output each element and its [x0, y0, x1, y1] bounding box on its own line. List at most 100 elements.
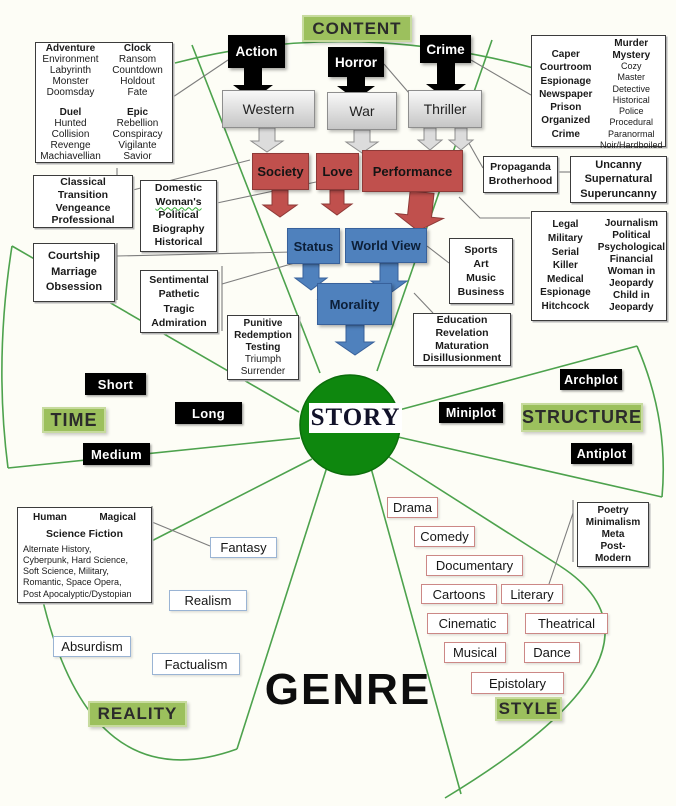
node-short: Short — [85, 373, 146, 395]
node-performance: Performance — [362, 150, 463, 192]
caper-murder-box: Caper Courtroom Espionage Newspaper Pris… — [531, 35, 666, 150]
sentimental-box: Sentimental Pathetic Tragic Admiration — [140, 270, 218, 333]
medium-text: Medium — [91, 446, 142, 462]
education-box: Education Revelation Maturation Disillus… — [413, 313, 511, 366]
time-label-text: TIME — [50, 409, 98, 430]
clock-header: Clock — [123, 42, 152, 54]
realism-text: Realism — [184, 593, 232, 608]
journalism-column: Journalism Political Psychological Finan… — [598, 214, 665, 318]
arrow-morality-story — [334, 324, 376, 356]
uncanny-items: Uncanny Supernatural Superuncanny — [580, 159, 657, 200]
thriller-text: Thriller — [423, 101, 467, 117]
clock-epic-column: Clock Ransom Countdown Holdout Fate Epic… — [104, 43, 171, 163]
section-label-content: CONTENT — [302, 15, 412, 42]
scifi-box: Human Magical Science Fiction Alternate … — [17, 507, 152, 603]
murder-mystery-column: Murder Mystery Cozy Master Detective His… — [599, 38, 665, 151]
documentary-text: Documentary — [435, 558, 514, 573]
long-text: Long — [192, 405, 225, 421]
node-war: War — [327, 92, 397, 130]
link-sports-worldview — [426, 245, 450, 264]
western-text: Western — [242, 101, 295, 117]
courtship-items: Courtship Marriage Obsession — [45, 250, 103, 294]
node-horror: Horror — [328, 47, 384, 77]
morality-text: Morality — [329, 296, 380, 312]
punitive-box: Punitive Redemption Testing Triumph Surr… — [227, 315, 299, 380]
sports-items: Sports Art Music Business — [457, 243, 505, 299]
domestic-line: Domestic — [154, 181, 203, 194]
node-society: Society — [252, 153, 309, 190]
genre-text: GENRE — [264, 665, 432, 714]
node-action: Action — [228, 35, 285, 68]
link-adventure-action — [172, 59, 229, 98]
love-text: Love — [322, 164, 353, 179]
science-fiction-header: Science Fiction — [45, 528, 124, 540]
node-absurdism: Absurdism — [53, 636, 131, 657]
cinematic-text: Cinematic — [438, 616, 497, 631]
node-antiplot: Antiplot — [571, 443, 632, 464]
human-text: Human — [33, 512, 67, 523]
womans-line: Woman's — [155, 195, 202, 208]
node-world-view: World View — [345, 228, 427, 263]
spoke-reality-bottom — [236, 466, 328, 750]
scifi-header-row: Human Magical — [19, 510, 150, 524]
uncanny-box: Uncanny Supernatural Superuncanny — [570, 156, 667, 203]
arrow-thriller-left — [416, 127, 444, 151]
domestic-rest: Political Biography Historical — [152, 209, 205, 249]
story-hub-band: STORY — [309, 403, 402, 433]
sentimental-items: Sentimental Pathetic Tragic Admiration — [149, 274, 209, 329]
war-text: War — [349, 103, 375, 119]
link-horror-thriller — [383, 63, 410, 94]
murder-mystery-items: Cozy Master Detective Historical Police … — [599, 61, 663, 150]
reality-label-text: REALITY — [97, 704, 178, 723]
arrow-love-down — [320, 189, 354, 216]
drama-text: Drama — [392, 500, 432, 515]
section-label-time: TIME — [42, 407, 106, 433]
science-fiction-items: Alternate History, Cyberpunk, Hard Scien… — [23, 543, 132, 599]
spoke-time-bottom — [7, 437, 301, 469]
spoke-structure-bottom — [397, 436, 663, 498]
cartoons-text: Cartoons — [432, 586, 486, 602]
literary-text: Literary — [510, 586, 554, 602]
structure-label-text: STRUCTURE — [522, 407, 642, 427]
node-medium: Medium — [83, 443, 150, 465]
node-status: Status — [287, 228, 340, 264]
fantasy-text: Fantasy — [220, 540, 267, 555]
adventure-duel-column: Adventure Environment Labyrinth Monster … — [37, 43, 104, 163]
spoke-style-right — [388, 456, 561, 567]
legal-column: Legal Military Serial Killer Medical Esp… — [533, 214, 598, 318]
arc-style — [444, 565, 606, 799]
arc-reality — [41, 596, 238, 761]
link-education-morality — [413, 292, 434, 314]
node-literary: Literary — [501, 584, 563, 604]
journalism-items: Journalism Political Psychological Finan… — [597, 218, 665, 313]
propaganda-items: Propaganda Brotherhood — [488, 160, 553, 187]
performance-text: Performance — [372, 163, 453, 179]
education-items: Education Revelation Maturation Disillus… — [422, 314, 502, 365]
arrow-society-status — [261, 189, 299, 218]
genre-title: GENRE — [263, 662, 433, 718]
propaganda-box: Propaganda Brotherhood — [483, 156, 558, 193]
node-thriller: Thriller — [408, 90, 482, 128]
caper-items: Caper Courtroom Espionage Newspaper Pris… — [539, 48, 593, 140]
absurdism-text: Absurdism — [61, 639, 123, 654]
node-theatrical: Theatrical — [525, 613, 608, 634]
node-drama: Drama — [387, 497, 438, 518]
legal-journalism-box: Legal Military Serial Killer Medical Esp… — [531, 211, 667, 321]
arc-structure — [636, 345, 665, 498]
duel-header: Duel — [59, 106, 82, 118]
spoke-structure-top — [398, 345, 638, 411]
node-miniplot: Miniplot — [439, 402, 503, 423]
link-scifi-fantasy — [151, 521, 211, 547]
node-realism: Realism — [169, 590, 247, 611]
arrow-war-love — [344, 129, 380, 154]
content-label-text: CONTENT — [312, 18, 402, 38]
link-performance-thrillertypes — [458, 196, 530, 219]
story-text: STORY — [310, 404, 401, 431]
status-text: Status — [293, 238, 334, 254]
arrow-western-society — [249, 127, 285, 153]
node-crime: Crime — [420, 35, 471, 63]
world-view-text: World View — [351, 238, 421, 253]
node-musical: Musical — [444, 642, 506, 663]
punitive-plain-items: Triumph Surrender — [240, 353, 286, 377]
adventure-header: Adventure — [45, 42, 96, 54]
